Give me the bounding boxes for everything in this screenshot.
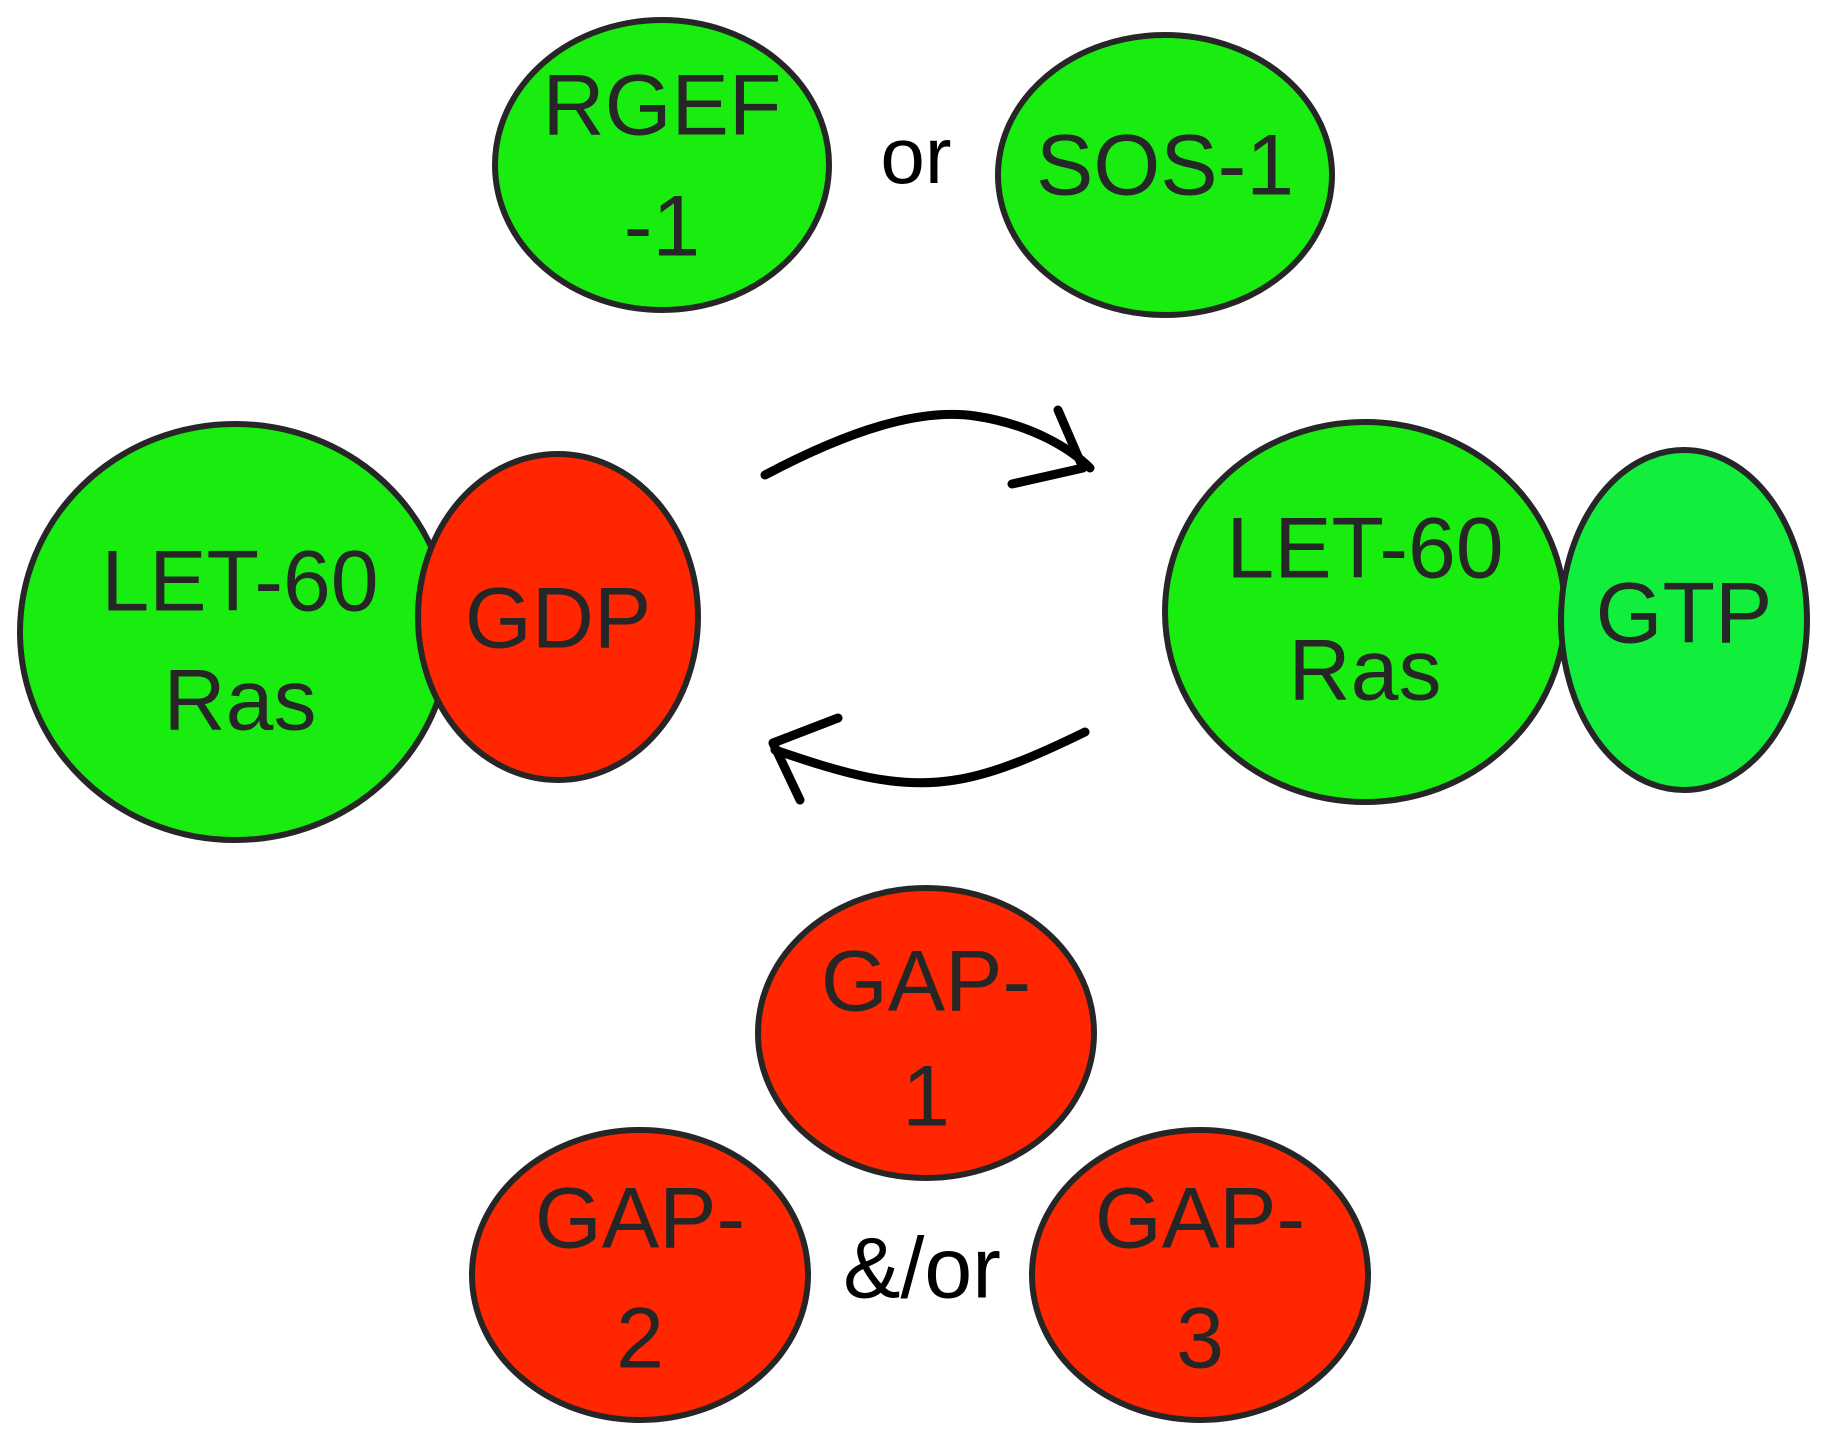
- gap-1-ellipse: [755, 885, 1097, 1181]
- inactivation-arrow: [768, 713, 1090, 805]
- rgef-1-label-line2: -1: [624, 179, 700, 275]
- sos-1-node: SOS-1: [995, 32, 1335, 318]
- rgef-1-label-line1: RGEF: [543, 58, 782, 154]
- inactivation-arrow-curve: [770, 727, 1090, 788]
- gap-2-label-line1: GAP-: [535, 1171, 745, 1267]
- gap-1-label-line1: GAP-: [821, 934, 1031, 1030]
- gdp-ellipse: [415, 451, 701, 783]
- let-60-ras-gdp-label-line2: Ras: [164, 653, 317, 749]
- gap-and-or-connector: &/or: [843, 1221, 1001, 1317]
- rgef-1-node: RGEF -1: [492, 17, 832, 313]
- gap-3-ellipse: [1029, 1127, 1371, 1423]
- let-60-ras-gdp-ellipse: [17, 421, 453, 843]
- activation-arrow-head: [1007, 405, 1088, 489]
- gap-3-node: GAP- 3: [1029, 1127, 1371, 1423]
- gtp-label: GTP: [1596, 566, 1773, 662]
- gef-or-connector: or: [880, 111, 951, 200]
- gap-2-ellipse: [469, 1127, 811, 1423]
- gap-1-label-line2: 1: [902, 1049, 950, 1145]
- ras-gdp-complex: LET-60 Ras GDP: [17, 421, 701, 843]
- gdp-label: GDP: [465, 571, 651, 667]
- gtp-ellipse: [1558, 447, 1810, 793]
- gap-1-node: GAP- 1: [755, 885, 1097, 1181]
- gap-3-label-line2: 3: [1176, 1291, 1224, 1387]
- gap-2-node: GAP- 2: [469, 1127, 811, 1423]
- activation-arrow-curve: [760, 409, 1095, 480]
- sos-1-label: SOS-1: [1036, 118, 1294, 214]
- inactivation-arrow-head: [768, 713, 843, 805]
- let-60-ras-gtp-ellipse: [1162, 419, 1568, 805]
- let-60-ras-gtp-label-line2: Ras: [1289, 623, 1442, 719]
- gap-2-label-line2: 2: [616, 1291, 664, 1387]
- activation-arrow: [760, 405, 1095, 489]
- rgef-1-ellipse: [492, 17, 832, 313]
- let-60-ras-gdp-label-line1: LET-60: [101, 534, 378, 630]
- sos-1-ellipse: [995, 32, 1335, 318]
- let-60-ras-gtp-label-line1: LET-60: [1226, 501, 1503, 597]
- gap-3-label-line1: GAP-: [1095, 1171, 1305, 1267]
- ras-gtp-complex: LET-60 Ras GTP: [1162, 419, 1810, 805]
